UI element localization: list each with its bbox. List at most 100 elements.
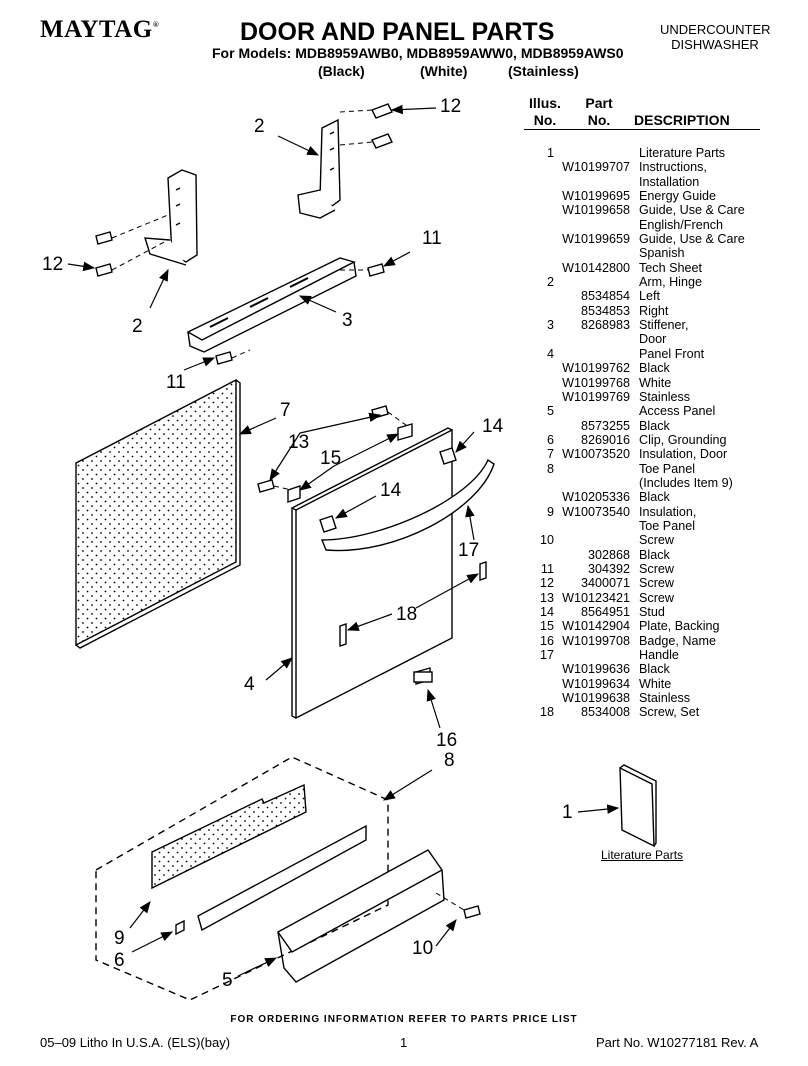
part-description: Access Panel [639, 404, 716, 419]
part-description: Toe Panel [639, 518, 696, 533]
brand-logo: MAYTAG® [40, 16, 159, 44]
part-number: W10199769 [562, 389, 630, 404]
page-title: DOOR AND PANEL PARTS [240, 18, 555, 46]
part-header-bottom: No. [587, 112, 611, 128]
callout-9: 9 [114, 928, 125, 949]
part-number: 8534854 [580, 289, 630, 304]
parts-row: 2 Arm, Hinge [520, 275, 780, 289]
page-number: 1 [400, 1035, 408, 1050]
part-description: Stainless [639, 389, 691, 404]
illus-number: 5 [546, 404, 554, 419]
callout-12: 12 [42, 254, 64, 275]
registered-mark: ® [152, 20, 160, 29]
part-number: W10142904 [562, 619, 630, 634]
callout-10: 10 [412, 938, 434, 959]
part-description: Insulation, [639, 504, 697, 519]
part-number: W10199707 [562, 160, 630, 175]
illus-no-header: Illus. No. [526, 95, 564, 129]
variant-white: (White) [420, 63, 468, 79]
part-description: English/French [639, 217, 723, 232]
part-description: Black [639, 662, 670, 677]
part-number: W10199695 [562, 189, 630, 204]
illus-number: 8 [546, 461, 554, 476]
toe-panel [197, 824, 367, 932]
part-no-header: Part No. [582, 95, 616, 129]
part-number: 304392 [587, 561, 630, 576]
part-number: W10205336 [562, 490, 630, 505]
hinge-arm-left [144, 169, 198, 266]
part-description: Door [639, 332, 667, 347]
part-description: Left [639, 289, 661, 304]
part-number: 8269016 [580, 432, 630, 447]
illus-number: 16 [539, 633, 554, 648]
parts-row: W10199769 Stainless [520, 390, 780, 404]
callout-8: 8 [444, 750, 455, 771]
callout-2: 2 [132, 316, 143, 337]
parts-row: Installation [520, 175, 780, 189]
callout-6: 6 [114, 950, 125, 971]
part-number: W10199762 [562, 361, 630, 376]
part-description: Guide, Use & Care [639, 232, 745, 247]
part-number: W10199638 [562, 691, 630, 706]
part-number: W10199659 [562, 232, 630, 247]
illus-number: 10 [539, 533, 554, 548]
callout-2: 2 [254, 116, 265, 137]
callout-13: 13 [288, 432, 310, 453]
illus-number: 17 [539, 648, 554, 663]
illus-number: 2 [546, 275, 554, 290]
litho-info: 05–09 Litho In U.S.A. (ELS)(bay) [40, 1035, 231, 1050]
parts-row: 1 Literature Parts [520, 146, 780, 160]
parts-row: W10205336 Black [520, 490, 780, 504]
illus-number: 18 [539, 705, 554, 720]
callout-1: 1 [562, 802, 573, 823]
part-number: W10199768 [562, 375, 630, 390]
callout-18: 18 [396, 604, 418, 625]
parts-row: W10199659 Guide, Use & Care [520, 232, 780, 246]
part-description: Black [639, 490, 670, 505]
parts-row: English/French [520, 218, 780, 232]
parts-row: 11 304392 Screw [520, 562, 780, 576]
appliance-type: UNDERCOUNTER DISHWASHER [660, 22, 771, 52]
illus-header-bottom: No. [533, 112, 557, 128]
illus-number: 1 [546, 146, 554, 160]
parts-row: 8534854 Left [520, 289, 780, 303]
callout-14: 14 [380, 480, 402, 501]
brand-name: MAYTAG [40, 16, 153, 43]
part-number: 8268983 [580, 318, 630, 333]
callout-4: 4 [244, 674, 255, 695]
part-description: Literature Parts [639, 146, 726, 160]
illus-number: 15 [539, 619, 554, 634]
name-badge [413, 671, 433, 683]
part-description: Clip, Grounding [639, 432, 727, 447]
part-description: Handle [639, 648, 679, 663]
hinge-arm-right [297, 118, 341, 219]
part-description: Toe Panel [639, 461, 696, 476]
appliance-line-2: DISHWASHER [671, 37, 759, 52]
part-description: Screw [639, 561, 674, 576]
part-number: W10199636 [562, 662, 630, 677]
part-number: W10073540 [562, 504, 630, 519]
part-number: W10199634 [562, 676, 630, 691]
description-header: DESCRIPTION [634, 112, 730, 128]
model-list: For Models: MDB8959AWB0, MDB8959AWW0, MD… [212, 45, 624, 61]
part-description: Arm, Hinge [639, 275, 702, 290]
parts-row: Spanish [520, 246, 780, 260]
part-description: Installation [639, 174, 700, 189]
part-description: Guide, Use & Care [639, 203, 745, 218]
parts-row: 5 Access Panel [520, 404, 780, 418]
illus-number: 11 [540, 561, 554, 576]
toe-panel-group [95, 756, 389, 1001]
